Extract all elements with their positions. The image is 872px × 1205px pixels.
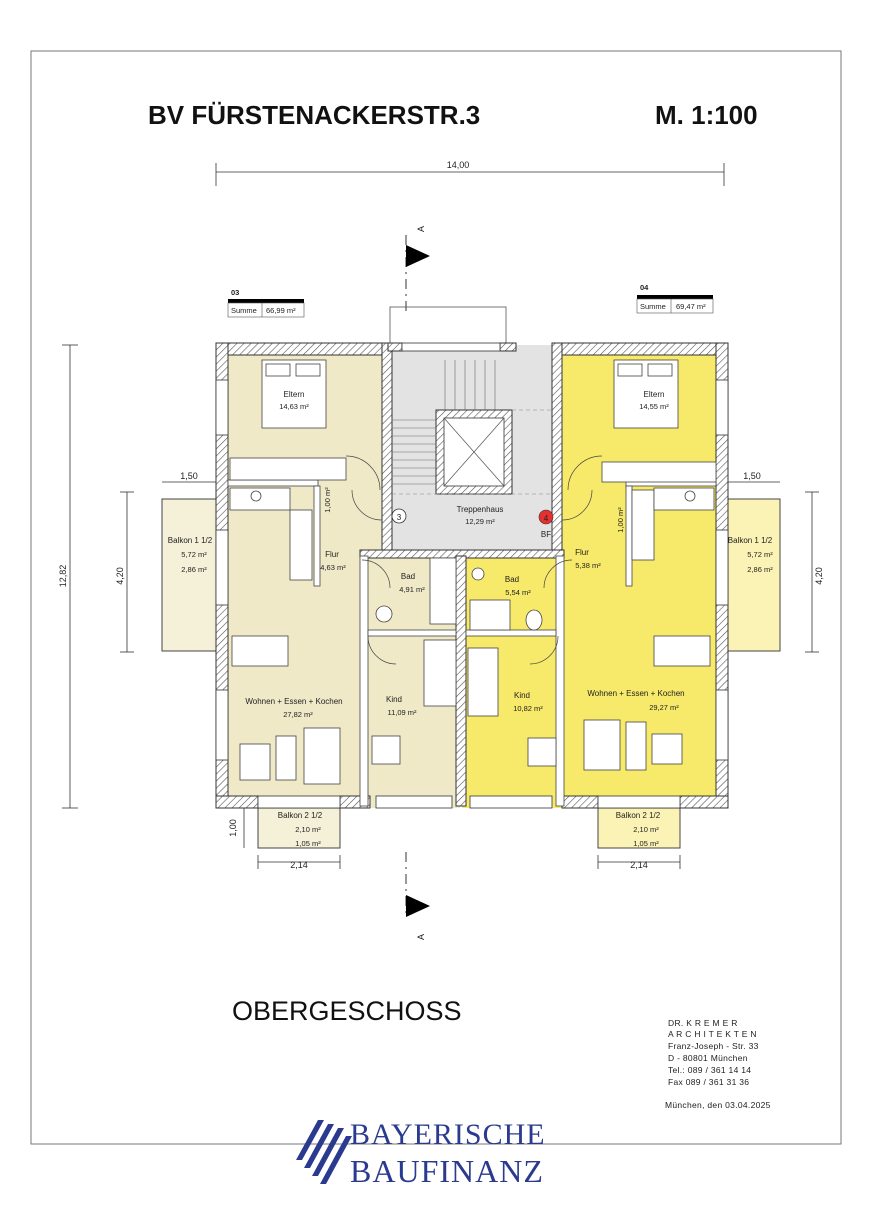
section-marker-bottom: A xyxy=(405,852,430,940)
room-name: Bad xyxy=(505,575,519,584)
room-area: 5,38 m² xyxy=(575,561,601,570)
dim-total-depth: 12,82 xyxy=(58,565,68,588)
room-area: 11,09 m² xyxy=(387,708,417,717)
room-area: 14,55 m² xyxy=(639,402,669,411)
dim-total-width: 14,00 xyxy=(447,160,470,170)
room-name: Wohnen + Essen + Kochen xyxy=(587,689,684,698)
dim-balcony2-left-width: 2,14 xyxy=(290,860,308,870)
room-name: Balkon 1 1/2 xyxy=(168,536,213,545)
storage-area-right: 1,00 m² xyxy=(616,507,625,533)
room-area-half: 1,05 m² xyxy=(633,839,659,848)
dim-balcony1-left-width: 1,50 xyxy=(180,471,198,481)
stair-steps xyxy=(392,360,552,495)
section-label-bottom: A xyxy=(416,934,426,940)
room-area: 5,72 m² xyxy=(747,550,773,559)
wardrobe-right xyxy=(601,461,717,483)
dim-balcony1-right-depth: 4,20 xyxy=(814,567,824,585)
room-area: 12,29 m² xyxy=(465,517,495,526)
room-area: 10,82 m² xyxy=(513,704,543,713)
unit-sum-value-right: 69,47 m² xyxy=(676,302,706,311)
room-name: Bad xyxy=(401,572,415,581)
unit-marker: 4 BF xyxy=(538,509,554,539)
brand-line1: BAYERISCHE xyxy=(350,1118,546,1151)
roof-outline xyxy=(389,306,507,346)
section-label-top: A xyxy=(416,226,426,232)
unit-label-left: 03 Summe 66,99 m² xyxy=(227,288,305,318)
section-marker-top: A xyxy=(405,226,430,312)
room-area: 5,72 m² xyxy=(181,550,207,559)
balcony1-left xyxy=(161,498,217,652)
room-area-half: 1,05 m² xyxy=(295,839,321,848)
office-line: DR. K R E M E R xyxy=(668,1018,738,1028)
room-name: Balkon 1 1/2 xyxy=(728,536,773,545)
dim-balcony2-right-width: 2,14 xyxy=(630,860,648,870)
project-title: BV FÜRSTENACKERSTR.3 xyxy=(148,100,480,130)
floor-label: OBERGESCHOSS xyxy=(232,996,462,1026)
room-area: 4,63 m² xyxy=(320,563,346,572)
office-block: DR. K R E M E R A R C H I T E K T E N Fr… xyxy=(665,1018,771,1110)
balcony2-left xyxy=(257,807,341,849)
scale-label: M. 1:100 xyxy=(655,100,758,130)
unit-marker-note: BF xyxy=(541,530,551,539)
sheet-frame xyxy=(30,50,842,1145)
unit-id-left: 03 xyxy=(231,288,239,297)
room-area: 29,27 m² xyxy=(649,703,679,712)
dimension-top: 14,00 xyxy=(215,160,725,186)
dim-balcony2-depth: 1,00 xyxy=(228,819,238,837)
dim-balcony1-right-width: 1,50 xyxy=(743,471,761,481)
unit-id-right: 04 xyxy=(640,283,649,292)
doors xyxy=(345,455,603,665)
room-area: 5,54 m² xyxy=(505,588,531,597)
room-area: 4,91 m² xyxy=(399,585,425,594)
unit-sum-label-left: Summe xyxy=(231,306,257,315)
room-name: Flur xyxy=(325,550,339,559)
brand-logo: BAYERISCHE BAUFINANZ xyxy=(296,1118,546,1189)
brand-swoosh-icon xyxy=(296,1120,352,1184)
room-name: Eltern xyxy=(644,390,665,399)
unit-label-right: 04 Summe 69,47 m² xyxy=(636,283,714,314)
room-name: Eltern xyxy=(284,390,305,399)
unit-sum-label-right: Summe xyxy=(640,302,666,311)
office-date: München, den 03.04.2025 xyxy=(665,1100,771,1110)
room-area: 14,63 m² xyxy=(279,402,309,411)
furniture xyxy=(229,359,717,785)
room-area: 2,10 m² xyxy=(295,825,321,834)
dimension-right: 4,20 1,50 xyxy=(725,471,824,653)
room-name: Treppenhaus xyxy=(457,505,504,514)
room-name: Balkon 2 1/2 xyxy=(278,811,323,820)
unit-marker-number: 4 xyxy=(544,514,549,523)
stair-marker: 3 xyxy=(391,508,407,524)
office-line: A R C H I T E K T E N xyxy=(668,1029,757,1039)
room-area-half: 2,86 m² xyxy=(747,565,773,574)
office-line: Fax 089 / 361 31 36 xyxy=(668,1077,749,1087)
walls xyxy=(215,342,729,809)
room-name: Wohnen + Essen + Kochen xyxy=(245,697,342,706)
balcony2-right xyxy=(597,807,681,849)
storage-area-left: 1,00 m² xyxy=(323,487,332,513)
unit-sum-value-left: 66,99 m² xyxy=(266,306,296,315)
wardrobe-left xyxy=(229,457,347,481)
office-line: D - 80801 München xyxy=(668,1053,748,1063)
dim-balcony1-left-depth: 4,20 xyxy=(115,567,125,585)
dimension-bottom: 2,14 2,14 1,00 xyxy=(228,808,681,870)
room-labels: Eltern 14,63 m² Eltern 14,55 m² Treppenh… xyxy=(168,390,773,848)
dimension-left: 12,82 4,20 1,50 xyxy=(58,344,216,809)
dining-table-right xyxy=(653,635,711,667)
room-area: 2,10 m² xyxy=(633,825,659,834)
dining-table-left xyxy=(231,635,289,667)
office-line: Tel.: 089 / 361 14 14 xyxy=(668,1065,751,1075)
room-name: Kind xyxy=(386,695,402,704)
room-area-half: 2,86 m² xyxy=(181,565,207,574)
room-area: 27,82 m² xyxy=(283,710,313,719)
office-line: Franz-Joseph - Str. 33 xyxy=(668,1041,759,1051)
balcony1-right xyxy=(725,498,781,652)
room-name: Kind xyxy=(514,691,530,700)
brand-line2: BAUFINANZ xyxy=(350,1153,544,1189)
stair-number: 3 xyxy=(397,513,402,522)
room-name: Balkon 2 1/2 xyxy=(616,811,661,820)
room-name: Flur xyxy=(575,548,589,557)
